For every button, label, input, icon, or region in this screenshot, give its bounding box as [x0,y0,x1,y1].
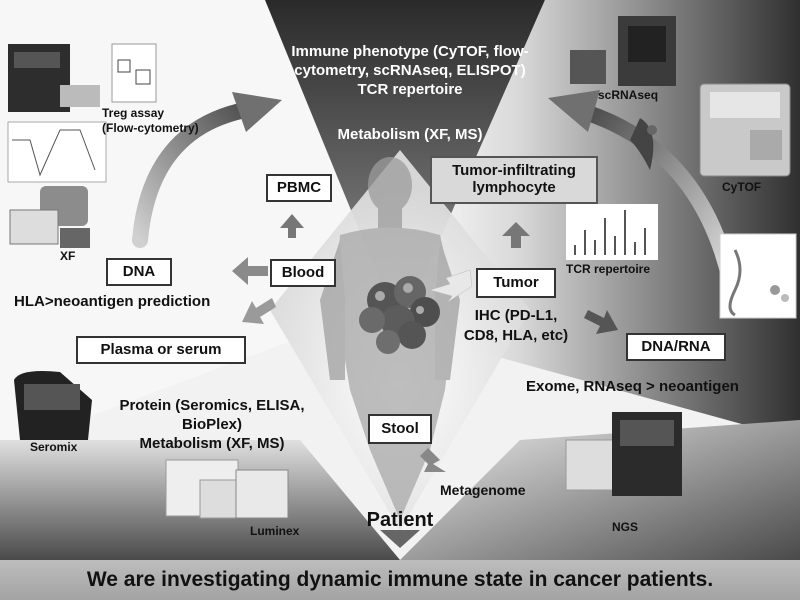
til-box: Tumor-infiltrating lymphocyte [430,156,598,204]
arrow-left-dna [232,257,268,285]
cytof-label: CyTOF [722,180,762,194]
footer-banner: We are investigating dynamic immune stat… [0,560,800,600]
ihc-text: IHC (PD-L1, CD8, HLA, etc) [446,306,586,346]
immune-phenotype-line2: cytometry, scRNAseq, ELISPOT) [294,62,526,79]
curve-arrow-left [132,102,253,248]
blood-box: Blood [270,259,336,287]
protein-line2: BioPlex) [181,416,242,433]
tumor-box: Tumor [476,268,556,298]
arrow-up-pbmc [280,214,304,238]
ngs-label: NGS [612,520,639,534]
cells-image [630,118,657,170]
arrow-right-dnarna [584,310,618,334]
plasma-box: Plasma or serum [76,336,246,364]
metagenome-text: Metagenome [440,482,526,498]
flow-cytometer-image [7,43,157,183]
patient-down-arrow [380,530,420,548]
til-line2: lymphocyte [472,179,556,197]
til-line1: Tumor-infiltrating [452,162,576,179]
arrow-to-tumor [429,269,473,303]
metabolism-top-text: Metabolism (XF, MS) [337,126,483,143]
exome-text: Exome, RNAseq > neoantigen [526,378,739,395]
treg-label: Treg assay (Flow-cytometry) [102,106,199,135]
patient-label: Patient [366,509,434,531]
scrnaseq-image [570,16,676,86]
dnarna-box: DNA/RNA [626,333,726,361]
xf-label: XF [60,249,76,263]
ngs-sequencer-image [565,412,682,496]
tumor-blob [359,276,440,354]
ihc-line1: IHC (PD-L1, [474,307,558,324]
arrow-left-plasma [242,298,276,324]
ihc-line2: CD8, HLA, etc) [463,327,569,344]
hla-text: HLA>neoantigen prediction [14,293,211,310]
immune-phenotype-text: Immune phenotype (CyTOF, flow- cytometry… [270,42,550,99]
pbmc-box: PBMC [266,174,332,202]
dna-box: DNA [106,258,172,286]
cytof-image [699,83,791,177]
stool-arrow [420,448,446,472]
stool-box: Stool [368,414,432,444]
seromix-label: Seromix [30,440,78,454]
immune-phenotype-line1: Immune phenotype (CyTOF, flow- [291,43,529,60]
protein-text: Protein (Seromics, ELISA, BioPlex) Metab… [92,396,332,453]
footer-title: We are investigating dynamic immune stat… [86,568,714,591]
seromix-image [14,371,92,440]
tcr-repertoire-line: TCR repertoire [357,81,463,98]
luminex-label: Luminex [250,524,300,538]
metabolism-line: Metabolism (XF, MS) [139,435,285,452]
tcr-label: TCR repertoire [566,262,651,276]
protein-line1: Protein (Seromics, ELISA, [119,397,305,414]
arrow-up-til [502,222,530,248]
neoantigen-image [719,233,797,319]
scrnaseq-label: scRNAseq [598,88,659,102]
luminex-image [165,459,289,519]
tcr-chart-image [566,204,658,260]
xf-device-image [9,186,90,248]
